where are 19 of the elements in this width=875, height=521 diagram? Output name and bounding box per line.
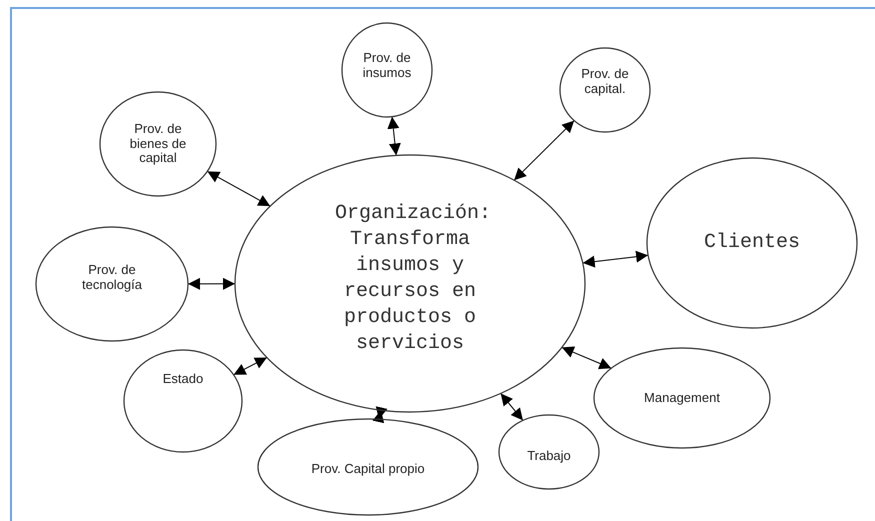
node-label: Prov. Capital propio <box>310 462 426 476</box>
node-label: Prov. de bienes de capital <box>128 122 188 166</box>
node-label: Prov. de insumos <box>362 51 412 81</box>
double-arrow <box>561 346 612 370</box>
double-arrow <box>206 170 271 207</box>
double-arrow <box>233 357 268 376</box>
double-arrow <box>514 120 575 181</box>
double-arrow <box>582 250 649 268</box>
node-label: Estado <box>162 372 204 386</box>
node-label: Clientes <box>702 230 801 256</box>
double-arrow <box>500 392 524 421</box>
double-arrow <box>387 116 401 156</box>
node-label: Trabajo <box>526 448 572 464</box>
node-label: Prov. de capital. <box>580 67 630 97</box>
node-label: Organización: Transforma insumos y recursos en productos o servicios <box>335 200 485 356</box>
node-label: Prov. de tecnología <box>81 263 143 293</box>
node-label: Management <box>643 390 721 406</box>
double-arrow <box>372 406 388 424</box>
double-arrow <box>188 278 236 290</box>
